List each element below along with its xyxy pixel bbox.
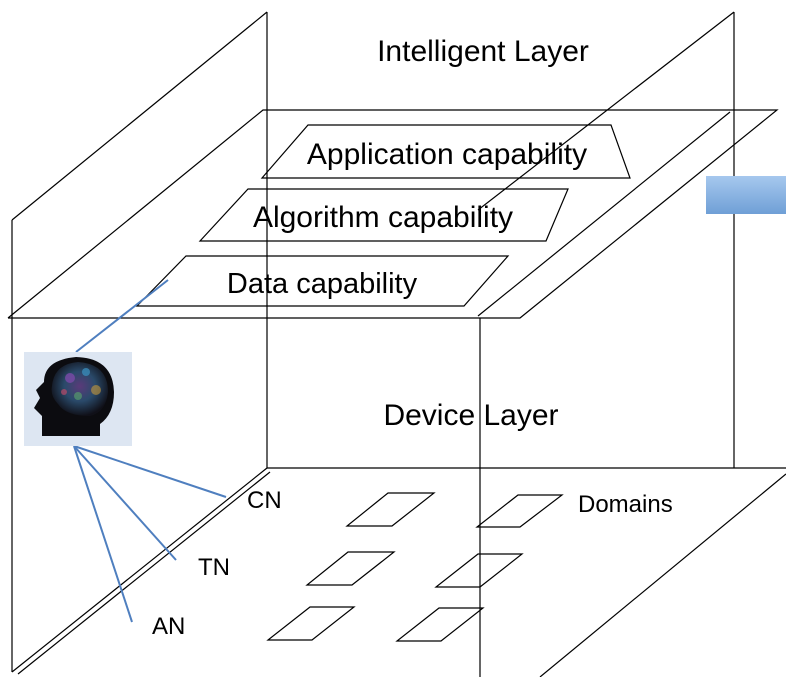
connector-to-cn bbox=[73, 445, 227, 498]
data-capability-label: Data capability bbox=[227, 268, 418, 300]
connector-lines bbox=[73, 279, 227, 623]
connector-to-an bbox=[73, 445, 133, 623]
tn-label: TN bbox=[198, 554, 230, 581]
data-capability-plane bbox=[135, 255, 510, 307]
domain-tile bbox=[266, 606, 356, 641]
connector-to-tn bbox=[73, 445, 177, 561]
middle-plane bbox=[7, 109, 779, 319]
domain-tile bbox=[434, 553, 524, 588]
algorithm-capability-label: Algorithm capability bbox=[253, 201, 513, 234]
back-plane bbox=[477, 11, 735, 677]
domain-tiles bbox=[266, 492, 564, 642]
domain-tile bbox=[305, 551, 396, 586]
algorithm-capability-plane bbox=[198, 188, 569, 242]
cn-label: CN bbox=[247, 487, 282, 514]
left-plane bbox=[11, 11, 271, 675]
capability-planes bbox=[135, 124, 631, 307]
brain-head-icon bbox=[24, 352, 132, 446]
application-capability-label: Application capability bbox=[307, 138, 587, 171]
right-arrow-icon bbox=[706, 176, 786, 214]
domains-label: Domains bbox=[578, 491, 673, 518]
device-layer-label: Device Layer bbox=[383, 399, 558, 432]
connector-to-data-capability bbox=[75, 279, 169, 353]
application-capability-plane bbox=[260, 124, 631, 179]
domain-tile bbox=[345, 492, 436, 527]
an-label: AN bbox=[152, 613, 185, 640]
intelligent-layer-label: Intelligent Layer bbox=[377, 35, 589, 68]
bottom-plane bbox=[267, 467, 786, 677]
domain-tile bbox=[395, 607, 485, 642]
domain-tile bbox=[475, 494, 564, 528]
